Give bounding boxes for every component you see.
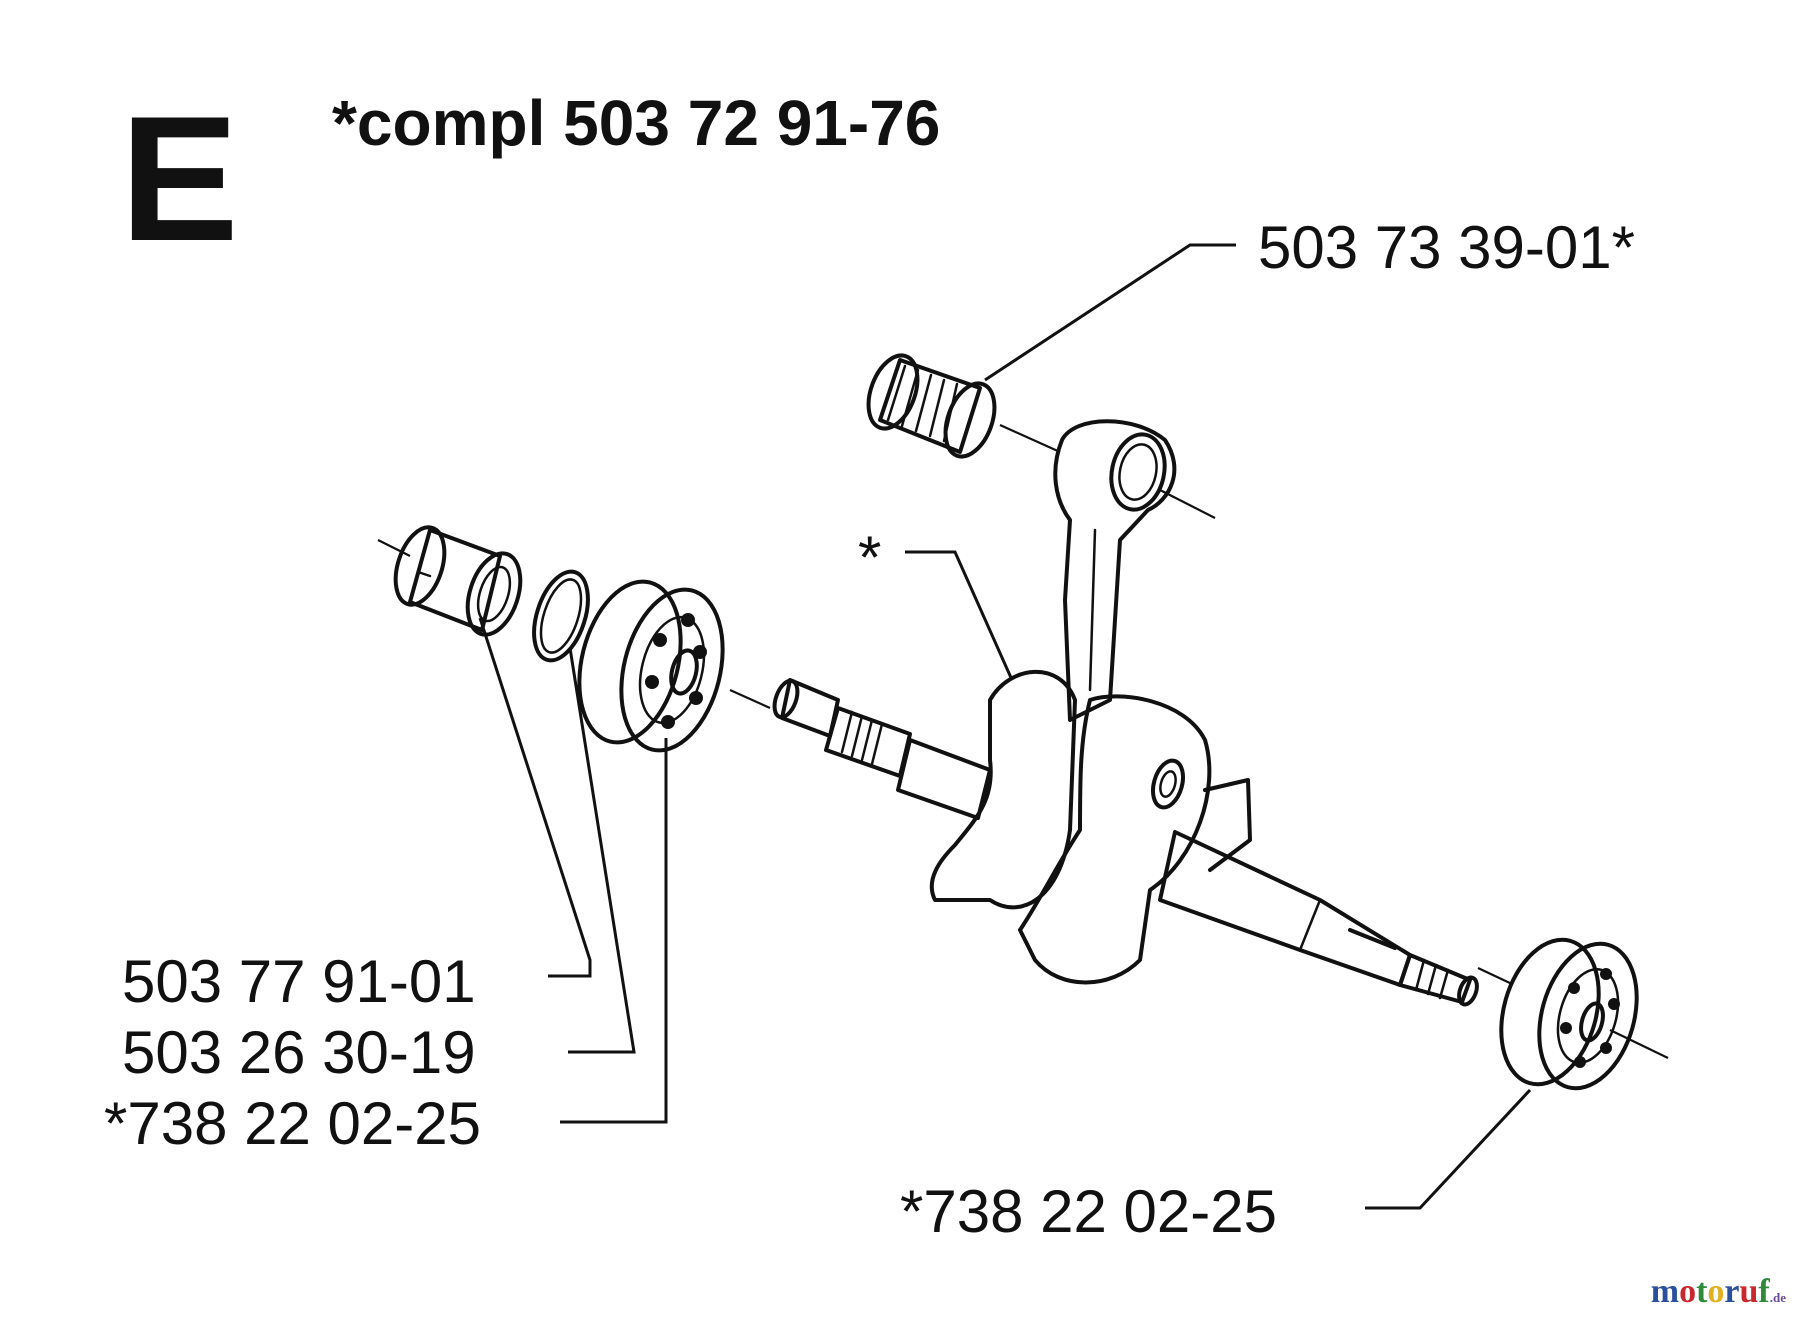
leader-crankshaft	[905, 550, 1014, 681]
o-ring	[532, 569, 590, 663]
watermark-suffix: .de	[1769, 1290, 1786, 1305]
label-o-ring: 503 26 30-19	[122, 1019, 476, 1086]
label-needle-bearing: 503 73 39-01*	[1258, 214, 1635, 281]
watermark-letter: t	[1696, 1273, 1708, 1310]
section-letter: E	[120, 79, 239, 278]
watermark-letter: f	[1758, 1273, 1770, 1310]
watermark-letter: u	[1739, 1273, 1759, 1310]
leader-sleeve	[478, 617, 592, 978]
leader-o-ring	[568, 647, 636, 1054]
watermark-letter: o	[1679, 1273, 1697, 1310]
ball-bearing-right	[1499, 937, 1639, 1091]
leader-lines	[478, 243, 1532, 1210]
watermark-letters: motoruf	[1651, 1273, 1770, 1310]
watermark-letter: m	[1650, 1273, 1680, 1310]
leader-needle-bearing	[984, 243, 1236, 382]
assembly-title: *compl 503 72 91-76	[332, 87, 940, 159]
crankshaft	[772, 419, 1479, 1007]
label-crankshaft: *	[858, 524, 881, 591]
watermark-letter: r	[1724, 1273, 1740, 1310]
leader-ball-bearing-right	[1365, 1088, 1532, 1210]
ball-bearing-left	[577, 579, 725, 753]
watermark-letter: o	[1707, 1273, 1725, 1310]
watermark-logo: motoruf.de	[1651, 1273, 1786, 1311]
label-sleeve: 503 77 91-01	[122, 948, 476, 1015]
assembly-axes	[377, 423, 1669, 1059]
leader-ball-bearing-left	[560, 738, 668, 1124]
label-ball-bearing-right: *738 22 02-25	[900, 1178, 1277, 1245]
label-ball-bearing-left: *738 22 02-25	[104, 1090, 481, 1157]
sleeve	[393, 525, 523, 637]
needle-bearing	[866, 353, 997, 459]
